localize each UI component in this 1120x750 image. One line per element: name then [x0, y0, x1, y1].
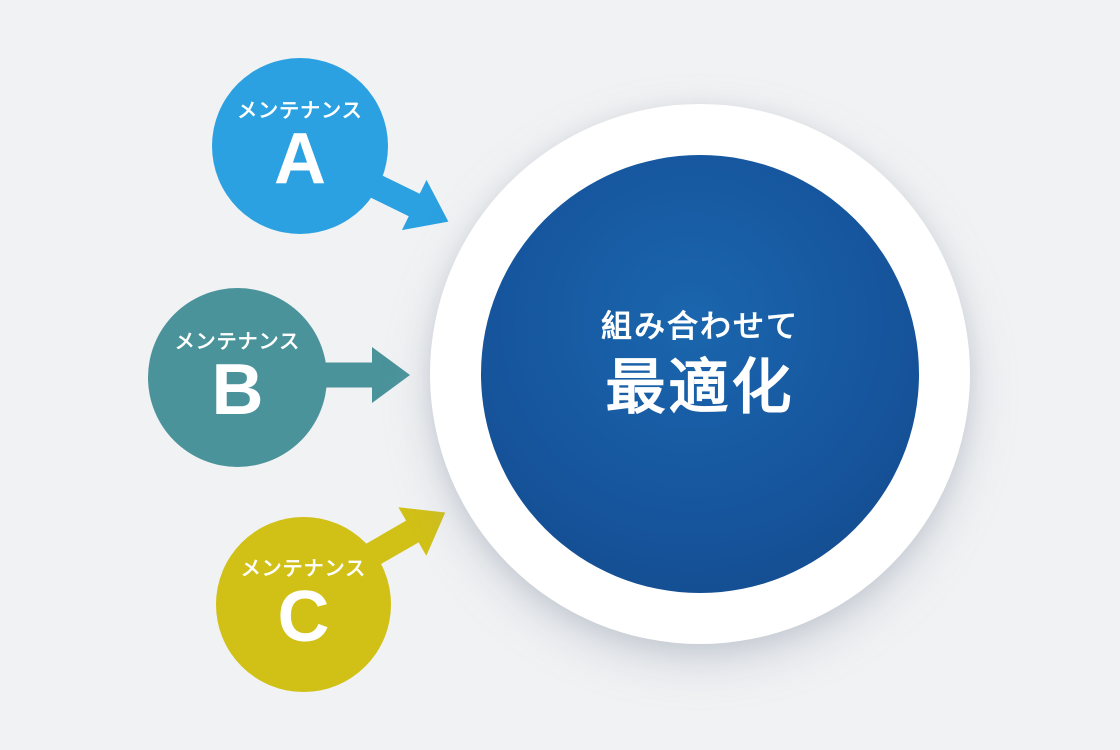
arrow-b-shape [315, 347, 410, 403]
source-node-b-label: メンテナンス [174, 331, 301, 354]
source-node-c-letter: C [277, 577, 330, 658]
source-node-b-letter: B [211, 350, 264, 431]
target-ring: 組み合わせて 最適化 [430, 104, 970, 644]
source-node-c-label: メンテナンス [240, 558, 367, 581]
target-subtitle: 組み合わせて [601, 308, 799, 344]
source-node-a-label: メンテナンス [237, 99, 363, 122]
source-node-b: メンテナンス B [148, 288, 327, 467]
arrow-b-icon [315, 347, 410, 403]
arrow-a-icon [357, 168, 449, 231]
arrow-c-icon [356, 507, 446, 571]
source-node-a-letter: A [274, 118, 326, 199]
target-title: 最適化 [605, 354, 795, 422]
arrow-c-shape [356, 507, 446, 571]
source-node-a: メンテナンス A [212, 58, 388, 234]
arrow-a-shape [357, 168, 449, 231]
source-node-c: メンテナンス C [216, 517, 391, 692]
target-circle: 組み合わせて 最適化 [481, 155, 919, 593]
